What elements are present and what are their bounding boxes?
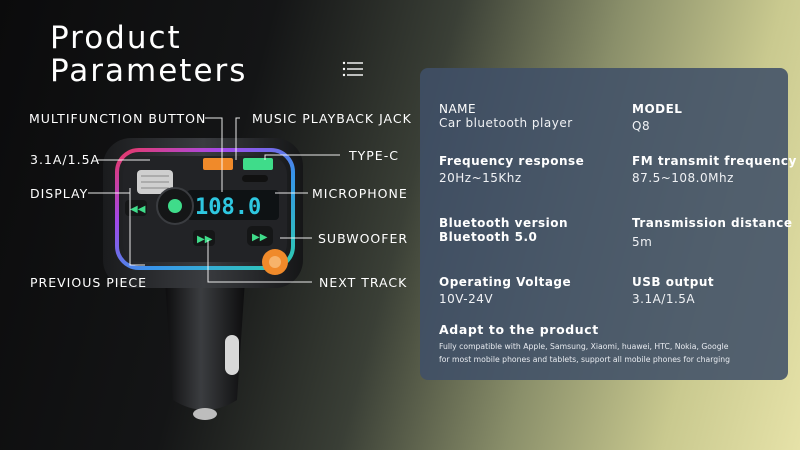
spec-fm-frequency: FM transmit frequency 87.5~108.0Mhz: [632, 154, 797, 185]
spec-model: MODEL Q8: [632, 102, 797, 133]
adapt-section: Adapt to the product Fully compatible wi…: [439, 322, 784, 366]
title-line-2: Parameters: [50, 53, 248, 89]
callout-microphone: MICROPHONE: [312, 186, 408, 201]
spec-model-label: MODEL: [632, 102, 683, 116]
spec-bluetooth-version-label: Bluetooth version: [439, 216, 569, 230]
rgb-light-ring: [115, 148, 295, 270]
callout-type-c: TYPE-C: [349, 148, 399, 163]
callout-music-playback-jack: MUSIC PLAYBACK JACK: [252, 111, 412, 126]
spec-operating-voltage-label: Operating Voltage: [439, 275, 572, 289]
spec-transmission-distance-value: 5m: [632, 235, 653, 249]
callout-display: DISPLAY: [30, 186, 89, 201]
usb-port-qc: [203, 158, 233, 170]
car-bluetooth-player-image: 108.0 ◀◀ ▶▶ ▶▶: [103, 138, 303, 420]
line-previous: [129, 188, 145, 266]
spec-panel: NAME Car bluetooth player MODEL Q8 Frequ…: [420, 68, 796, 380]
spec-name: NAME Car bluetooth player: [439, 102, 604, 130]
adapt-heading: Adapt to the product: [439, 322, 599, 337]
spec-transmission-distance: Transmission distance 5m: [632, 216, 797, 249]
spec-name-label: NAME: [439, 102, 477, 116]
callout-multifunction-button: MULTIFUNCTION BUTTON: [29, 111, 207, 126]
callout-previous-piece: PREVIOUS PIECE: [30, 275, 148, 290]
spec-operating-voltage-value: 10V-24V: [439, 292, 494, 306]
adapt-description: Fully compatible with Apple, Samsung, Xi…: [439, 340, 784, 366]
page-title: Product Parameters: [50, 22, 247, 88]
title-line-1: Product: [50, 20, 182, 56]
spec-bluetooth-version: Bluetooth version Bluetooth 5.0: [439, 216, 604, 244]
line-music-jack: [235, 117, 240, 160]
svg-text:◀◀: ◀◀: [130, 204, 146, 215]
line-multifunction: [205, 117, 223, 192]
svg-text:▶▶: ▶▶: [252, 232, 268, 243]
spec-fm-frequency-value: 87.5~108.0Mhz: [632, 171, 734, 185]
line-next: [207, 240, 312, 283]
line-type-c: [264, 154, 340, 160]
spec-frequency-response-value: 20Hz~15Khz: [439, 171, 522, 185]
led-display: [187, 190, 279, 220]
side-contact: [225, 335, 239, 375]
spec-usb-output-label: USB output: [632, 275, 715, 289]
type-c-port: [242, 175, 268, 182]
spec-name-value: Car bluetooth player: [439, 116, 573, 130]
spec-frequency-response-label: Frequency response: [439, 154, 585, 168]
display-reading: 108.0: [195, 195, 261, 220]
adapt-line-2: for most mobile phones and tablets, supp…: [439, 355, 730, 364]
spec-operating-voltage: Operating Voltage 10V-24V: [439, 275, 604, 306]
bluetooth-icon: [168, 199, 182, 213]
right-button: [247, 226, 273, 246]
spec-bluetooth-version-value: Bluetooth 5.0: [439, 230, 538, 244]
spec-frequency-response: Frequency response 20Hz~15Khz: [439, 154, 604, 185]
spec-usb-output: USB output 3.1A/1.5A: [632, 275, 797, 306]
spec-model-value: Q8: [632, 119, 651, 133]
callout-subwoofer: SUBWOOFER: [318, 231, 409, 246]
device-stem: [165, 280, 245, 410]
spec-usb-output-value: 3.1A/1.5A: [632, 292, 696, 306]
usb-port-a: [243, 158, 273, 170]
adapt-line-1: Fully compatible with Apple, Samsung, Xi…: [439, 342, 729, 351]
callout-next-track: NEXT TRACK: [319, 275, 408, 290]
spec-fm-frequency-label: FM transmit frequency: [632, 154, 797, 168]
svg-text:▶▶: ▶▶: [197, 234, 213, 245]
callout-current: 3.1A/1.5A: [30, 152, 101, 167]
spec-transmission-distance-label: Transmission distance: [632, 216, 793, 230]
next-button: [193, 230, 215, 246]
hamburger-menu-icon[interactable]: [342, 60, 364, 78]
tip-contact: [193, 408, 217, 420]
